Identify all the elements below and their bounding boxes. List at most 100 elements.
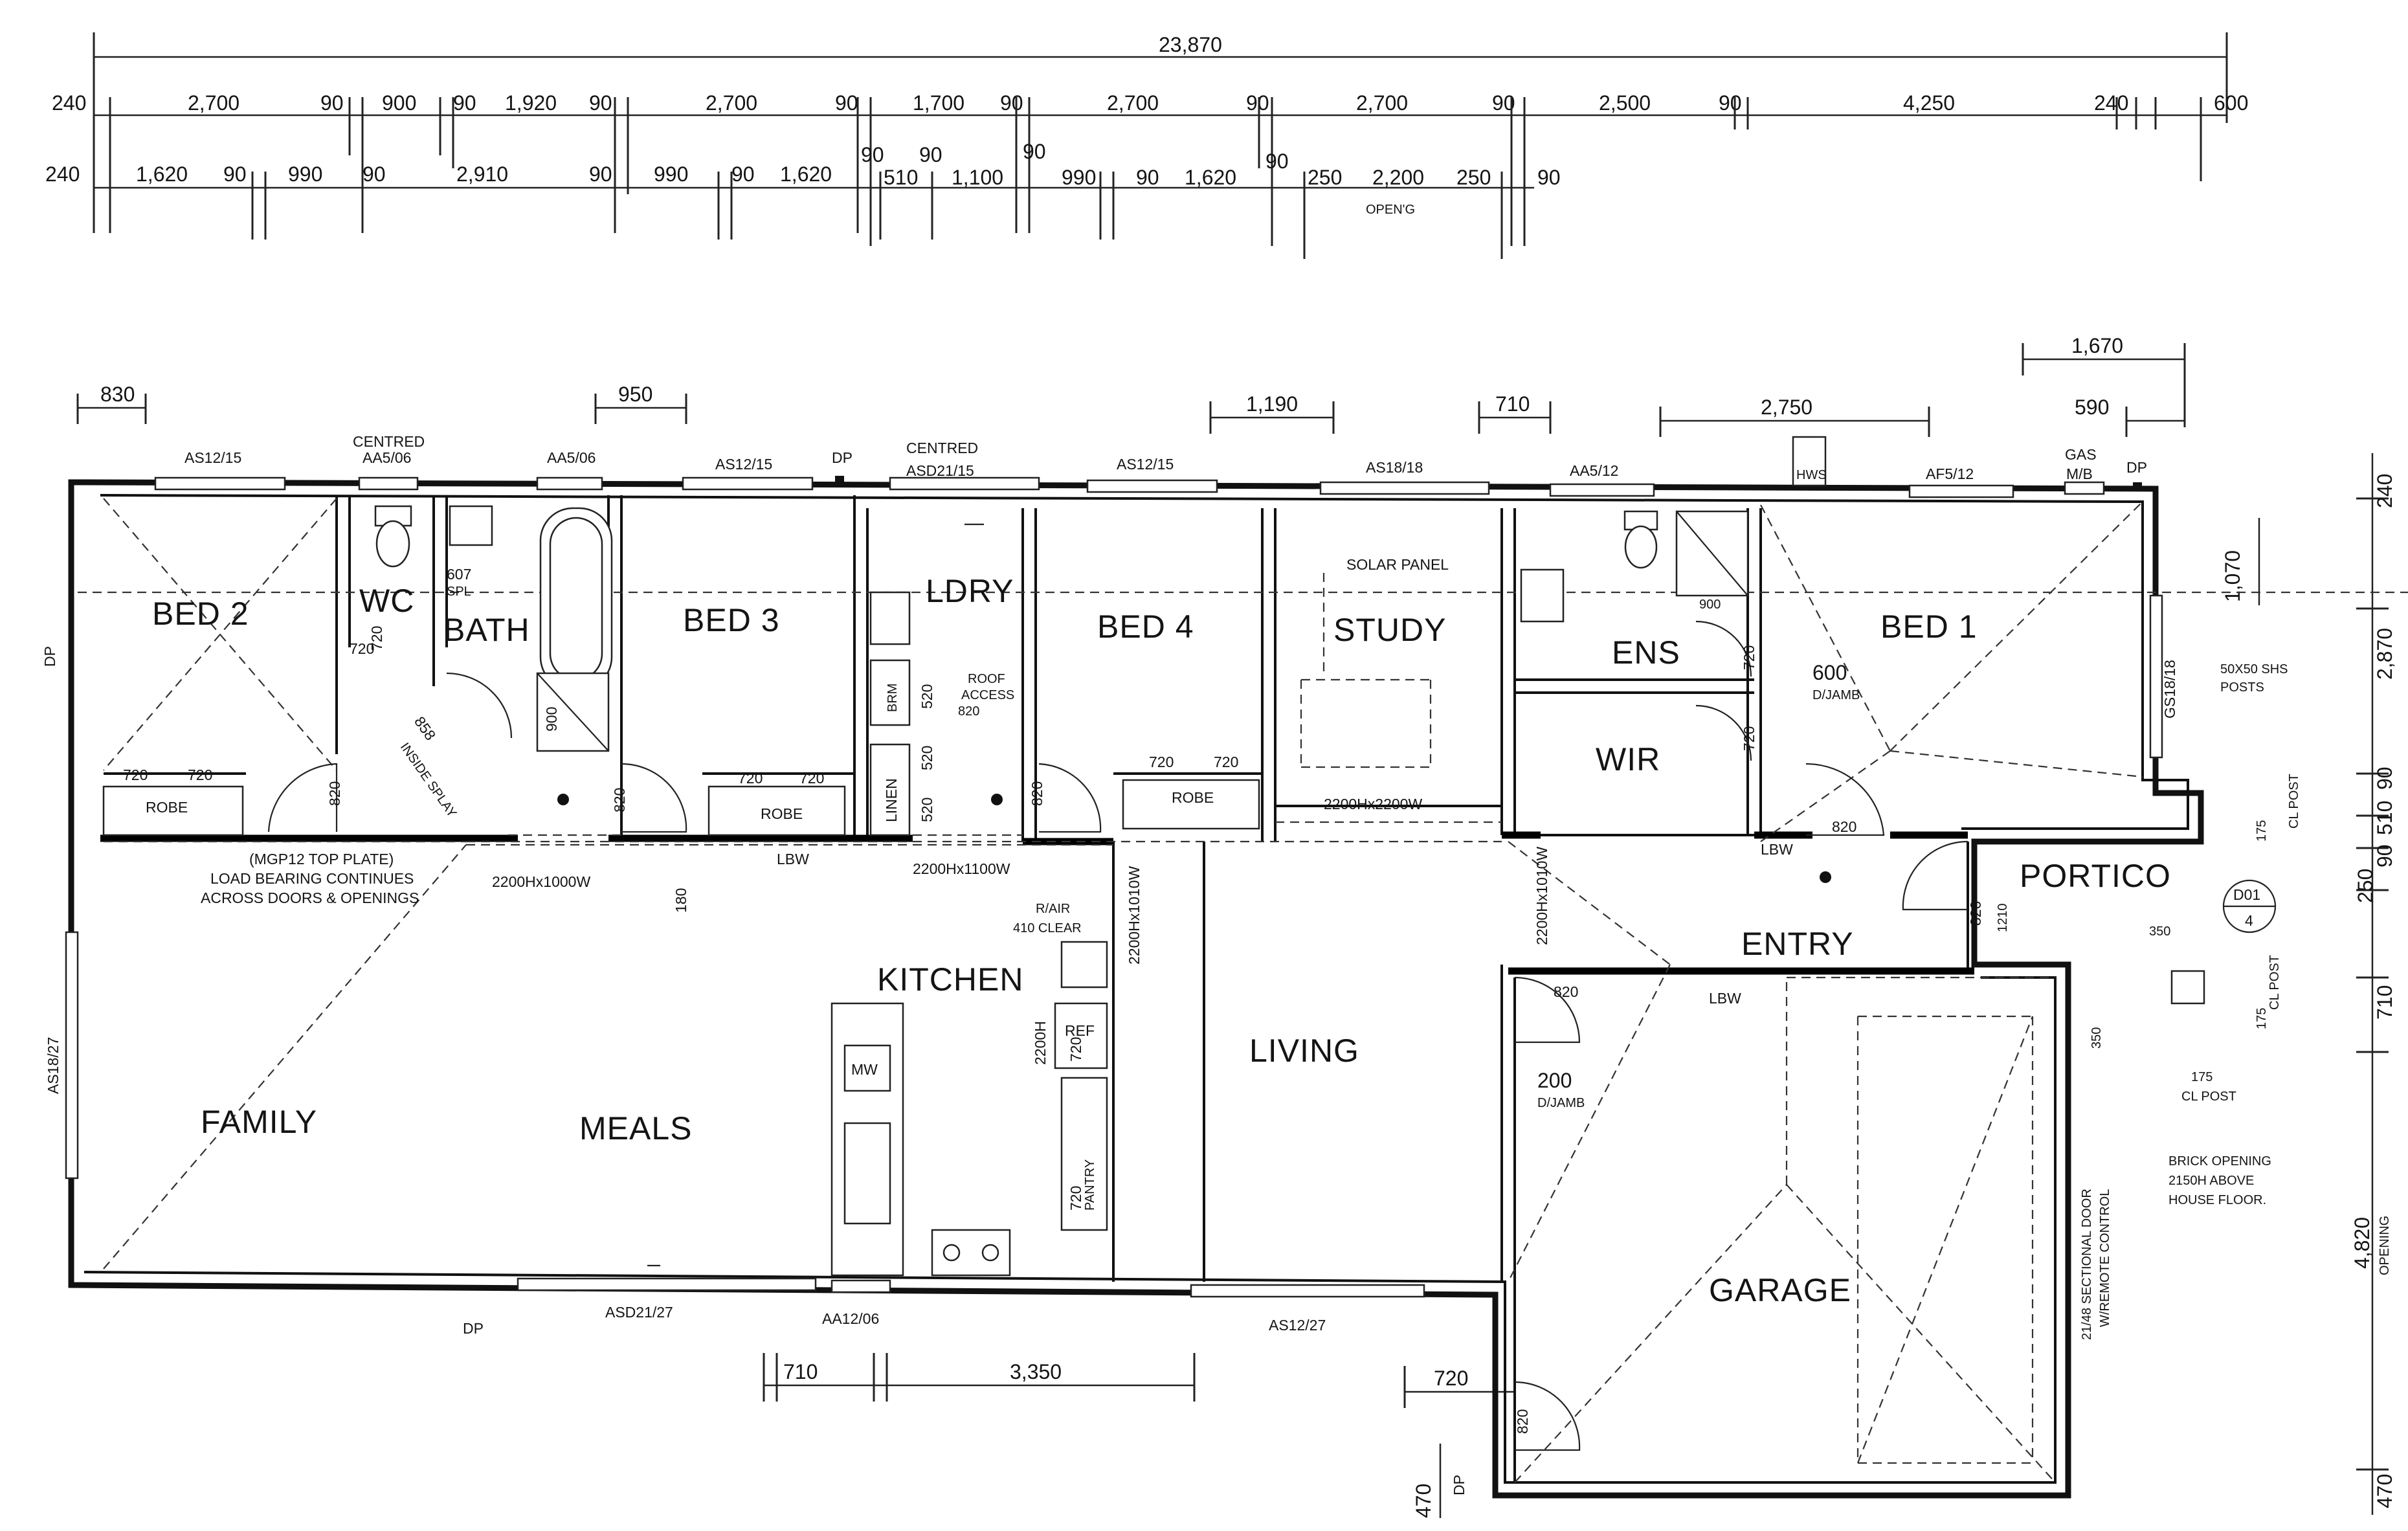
door-dim: 900 — [1699, 598, 1721, 612]
dim-label: 90 — [861, 143, 884, 166]
cl-post-label: CL POST — [2181, 1090, 2236, 1104]
window-label: ASD21/27 — [605, 1304, 673, 1321]
door-dim: 720 — [123, 766, 148, 783]
doors: 820 820 820 820 820 820 820 720 720 720 … — [267, 566, 1984, 1451]
garage-door-note: 21/48 SECTIONAL DOOR — [2080, 1189, 2094, 1340]
door-dim: 720 — [799, 770, 824, 787]
plan-notes: 858 INSIDE SPLAY ROOF ACCESS 820 SOLAR P… — [201, 556, 2301, 1340]
dim-label: 950 — [618, 383, 652, 406]
dim-label: 1,670 — [2071, 334, 2123, 357]
bathtub-inner — [549, 517, 603, 681]
ceiling-hip-lines — [78, 498, 2408, 1483]
centred-note: CENTRED — [353, 433, 425, 450]
detail-reference-sheet: 4 — [2245, 912, 2253, 929]
bottom-dimensions: 710 3,350 720 470 — [763, 1353, 1516, 1518]
dim-label: 2,700 — [188, 91, 240, 115]
room-label-wc: WC — [359, 583, 414, 619]
room-label-meals: MEALS — [579, 1110, 693, 1146]
sink-icon — [843, 1122, 891, 1225]
robe-bed2 — [102, 785, 244, 836]
door-bed2 — [267, 763, 338, 833]
dim-label: 510 — [884, 166, 918, 189]
lbw-label: LBW — [1761, 841, 1793, 858]
dim-label: 510 — [2373, 801, 2396, 835]
interior-walls — [104, 495, 1969, 1482]
room-label-family: FAMILY — [201, 1104, 317, 1140]
window-label: AS12/15 — [1117, 456, 1174, 473]
dim-label: 240 — [52, 91, 86, 115]
shs-posts-note: POSTS — [2220, 680, 2264, 695]
ref-label: REF — [1065, 1022, 1095, 1039]
dim-label: 470 — [1412, 1484, 1435, 1518]
portico-dim: 175 — [2255, 820, 2269, 842]
dim-label: 90 — [2373, 844, 2396, 867]
dim-label: 1,620 — [780, 162, 832, 186]
room-label-living: LIVING — [1249, 1033, 1359, 1069]
door-garage-entry — [1514, 976, 1581, 1044]
lbw-label: LBW — [1709, 990, 1741, 1007]
room-label-bed1: BED 1 — [1880, 609, 1978, 645]
dim-label: 1,100 — [952, 166, 1003, 189]
brick-opening-note: BRICK OPENING — [2168, 1154, 2271, 1168]
portico-dim: 175 — [2191, 1070, 2213, 1084]
linen-label: LINEN — [883, 778, 900, 822]
dimension-row-2: 240 1,620 90 990 90 2,910 90 990 90 1,62… — [45, 140, 1561, 217]
door-dim: 180 — [673, 888, 689, 913]
window-living — [1190, 1284, 1425, 1298]
room-label-garage: GARAGE — [1709, 1272, 1851, 1308]
door-dim: 720 — [1149, 754, 1174, 770]
cl-post-label: CL POST — [2287, 774, 2301, 829]
robe-bed4 — [1122, 779, 1260, 830]
room-label-entry: ENTRY — [1741, 926, 1854, 962]
portico-dim: 1210 — [1996, 904, 2010, 933]
window-label: AA5/06 — [547, 449, 596, 466]
top-plate-note: LOAD BEARING CONTINUES — [210, 870, 414, 887]
centred-note: CENTRED — [906, 440, 978, 456]
dim-label: 990 — [288, 162, 322, 186]
dim-label: 2,700 — [1356, 91, 1408, 115]
window-bed2 — [154, 476, 286, 491]
door-dim: 607 — [447, 566, 471, 583]
dim-label: 250 — [2354, 869, 2377, 903]
door-dim: 820 — [1514, 1409, 1531, 1434]
garage-door-note: W/REMOTE CONTROL — [2098, 1189, 2112, 1327]
downpipe-label: DP — [463, 1320, 484, 1337]
mw-label: MW — [851, 1061, 878, 1078]
door-dim: 820 — [1554, 983, 1578, 1000]
window-ens — [1549, 483, 1655, 497]
door-dim: 720 — [1741, 726, 1757, 751]
window-label: AS12/27 — [1269, 1317, 1326, 1334]
door-dim: 720 — [1067, 1186, 1084, 1211]
door-dim: 600 — [1812, 661, 1847, 684]
door-dim: 820 — [1967, 901, 1984, 926]
return-air-grille — [1060, 941, 1108, 989]
dim-label: 240 — [2373, 474, 2396, 508]
window-label: AF5/12 — [1926, 465, 1974, 482]
door-dim: 900 — [543, 707, 560, 732]
hws-label: HWS — [1796, 468, 1827, 482]
door-dim: 720 — [368, 626, 385, 651]
door-bed4 — [1038, 763, 1102, 833]
roof-access-label: ACCESS — [961, 688, 1014, 702]
window-label: AA5/12 — [1570, 462, 1618, 479]
cooktop-burner — [942, 1244, 961, 1262]
door-dim: 820 — [326, 781, 343, 806]
dimension-row-1-ticks — [109, 97, 2202, 246]
door-dim: 720 — [350, 640, 374, 657]
shower-diagonal — [1676, 511, 1748, 596]
dim-label: 90 — [453, 91, 476, 115]
dim-label: 90 — [835, 91, 858, 115]
portico-post — [2170, 970, 2205, 1005]
window-bed1 — [1908, 484, 2014, 498]
meter-box-label: M/B — [2066, 465, 2093, 482]
door-garage-side — [1514, 1381, 1581, 1451]
basin-icon — [1520, 568, 1565, 623]
dim-label: 90 — [223, 162, 247, 186]
dim-label: 1,700 — [913, 91, 964, 115]
door-dim: 720 — [738, 770, 763, 787]
room-label-bed4: BED 4 — [1097, 609, 1194, 645]
dim-label: 90 — [589, 162, 612, 186]
dim-label: 900 — [382, 91, 416, 115]
window-ldry — [889, 476, 1040, 491]
broom-cupboard — [869, 659, 911, 726]
